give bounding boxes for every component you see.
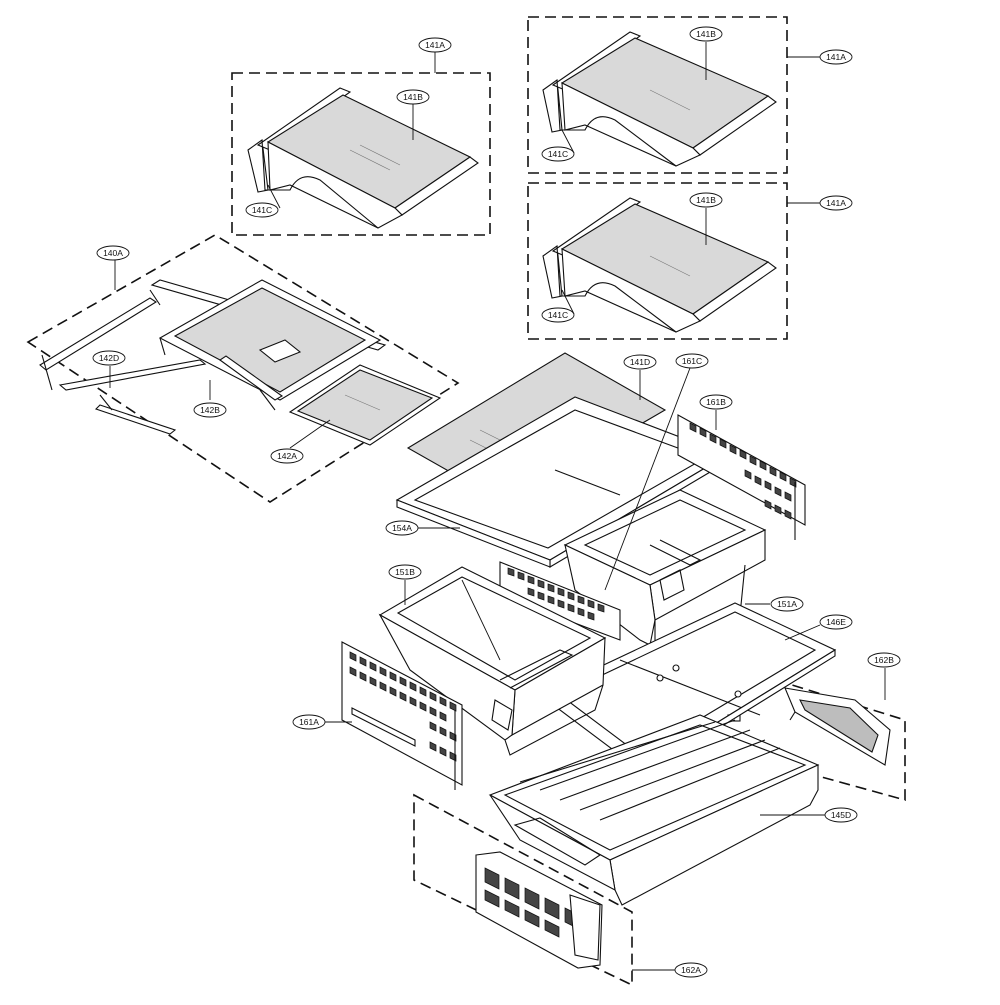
bottom-pan-145D xyxy=(488,714,820,906)
label-161C: 161C xyxy=(682,356,702,366)
label-161A: 161A xyxy=(299,717,319,727)
callout-142D: 142D xyxy=(92,350,126,366)
callout-142A: 142A xyxy=(270,448,304,464)
callout-141A-top-right: 141A xyxy=(819,49,853,65)
side-cover-162B xyxy=(784,687,891,766)
callout-161C: 161C xyxy=(675,353,709,369)
callout-154A: 154A xyxy=(385,520,419,536)
grille-cover-162A xyxy=(475,851,603,969)
label-141A-left: 141A xyxy=(425,40,445,50)
label-146E: 146E xyxy=(826,617,846,627)
label-141B-mid-right: 141B xyxy=(696,195,716,205)
label-154A: 154A xyxy=(392,523,412,533)
label-141A-top-right: 141A xyxy=(826,52,846,62)
callout-162B: 162B xyxy=(867,652,901,668)
callout-161A: 161A xyxy=(292,714,326,730)
label-142D: 142D xyxy=(99,353,119,363)
label-162B: 162B xyxy=(874,655,894,665)
callout-141C-top-right: 141C xyxy=(541,146,575,162)
callout-141A-mid-right: 141A xyxy=(819,195,853,211)
callout-162A: 162A xyxy=(674,962,708,978)
callout-141B-mid-right: 141B xyxy=(689,192,723,208)
label-141B-left: 141B xyxy=(403,92,423,102)
label-151A: 151A xyxy=(777,599,797,609)
label-151B: 151B xyxy=(395,567,415,577)
shelf-assembly-141A-mid-right xyxy=(542,197,777,333)
callout-142B: 142B xyxy=(193,402,227,418)
callout-151A: 151A xyxy=(770,596,804,612)
shelf-assembly-141A-top-right xyxy=(542,31,777,167)
callout-140A: 140A xyxy=(96,245,130,261)
callout-141C-mid-right: 141C xyxy=(541,307,575,323)
group-box-141A-mid-right xyxy=(527,182,788,340)
callout-145D: 145D xyxy=(824,807,858,823)
label-145D: 145D xyxy=(831,810,851,820)
leader-lines xyxy=(109,42,886,971)
sliding-shelf-assembly-140A xyxy=(39,279,442,446)
label-141C-top-right: 141C xyxy=(548,149,568,159)
callout-141A-left: 141A xyxy=(418,37,452,53)
shelf-assembly-141A-left xyxy=(247,87,479,229)
label-161B: 161B xyxy=(706,397,726,407)
group-box-141A-top-right xyxy=(527,16,788,174)
callout-161B: 161B xyxy=(699,394,733,410)
crisper-drawer-151A xyxy=(563,489,767,651)
label-142A: 142A xyxy=(277,451,297,461)
callout-141D: 141D xyxy=(623,354,657,370)
callout-151B: 151B xyxy=(388,564,422,580)
divider-161A xyxy=(341,641,463,790)
label-141C-mid-right: 141C xyxy=(548,310,568,320)
callout-146E: 146E xyxy=(819,614,853,630)
label-162A: 162A xyxy=(681,965,701,975)
group-box-140A xyxy=(26,234,460,503)
callout-141C-left: 141C xyxy=(245,202,279,218)
group-box-141A-left xyxy=(231,72,491,236)
label-141D: 141D xyxy=(630,357,650,367)
callout-141B-left: 141B xyxy=(396,89,430,105)
callout-141B-top-right: 141B xyxy=(689,26,723,42)
label-140A: 140A xyxy=(103,248,123,258)
label-141B-top-right: 141B xyxy=(696,29,716,39)
label-141A-mid-right: 141A xyxy=(826,198,846,208)
crisper-drawer-151B xyxy=(378,566,607,756)
label-142B: 142B xyxy=(200,405,220,415)
label-141C-left: 141C xyxy=(252,205,272,215)
divider-161C xyxy=(499,561,621,641)
